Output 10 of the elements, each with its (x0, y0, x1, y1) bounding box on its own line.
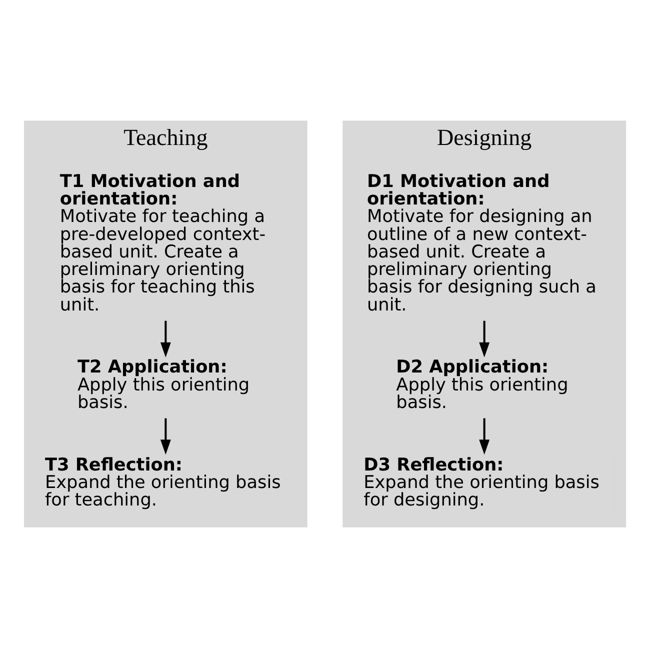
node-text: D1 Motivation and orientation: Motivate for designing an outline of a new context-based unit. Create a preliminary orienting basis for designing such a unit. (367, 172, 596, 316)
arrow (160, 418, 171, 455)
arrow (160, 320, 171, 358)
arrow (479, 320, 490, 358)
arrow (479, 418, 490, 455)
node-text: T1 Motivation and orientation: Motivate for teaching a pre-developed context-based unit. Create a preliminary orienting basis for teaching this unit. (60, 172, 266, 316)
node-text: T3 Reflection: Expand the orienting basis for teaching. (44, 455, 281, 511)
node-text: T2 Application: Apply this orienting basis. (78, 358, 250, 413)
node-text: D3 Reflection: Expand the orienting basis for designing. (364, 455, 600, 511)
node-text: D2 Application: Apply this orienting basis. (396, 358, 568, 413)
